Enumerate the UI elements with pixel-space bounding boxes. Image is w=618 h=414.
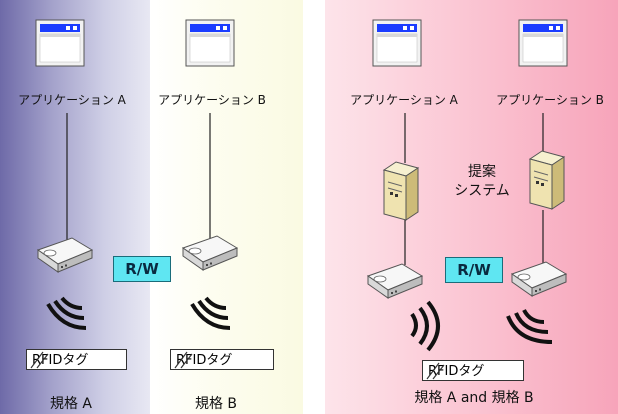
rfid-tag-icon [426,362,445,380]
standard-b-panel [150,0,303,414]
rfid-reader-icon [37,237,93,273]
wireless-signal-icon [46,296,87,330]
application-window-icon [372,19,422,67]
wireless-signal-icon [506,309,553,344]
standard-a-label: 規格 A [49,396,93,412]
rfid-reader-icon [182,235,238,271]
proposed-system-panel [325,0,618,414]
right-app-b-label: アプリケーション B [496,93,604,107]
application-window-icon [518,19,568,67]
rw-label-box: R/W [445,257,503,283]
rfid-reader-icon [367,263,423,299]
application-window-icon [35,19,85,67]
rfid-tag-icon [174,351,193,369]
rfid-reader-icon [511,261,567,297]
application-window-icon [185,19,235,67]
wireless-signal-icon [410,300,440,352]
rfid-tag-b: RFIDタグ [170,349,274,370]
rfid-tag-icon [30,351,49,369]
standard-b-label: 規格 B [194,396,238,412]
app-b-label: アプリケーション B [158,93,266,107]
wireless-signal-icon [190,296,231,330]
proposed-system-label: 提案 システム [452,163,512,201]
rfid-tag-a: RFIDタグ [26,349,127,370]
rw-label-box: R/W [113,256,171,282]
system-label-line2: システム [454,183,510,199]
app-a-label: アプリケーション A [18,93,126,107]
server-icon [529,150,565,210]
system-label-line1: 提案 [468,164,496,180]
server-icon [383,161,419,221]
standard-a-panel [0,0,150,414]
right-app-a-label: アプリケーション A [350,93,458,107]
standard-a-and-b-label: 規格 A and 規格 B [414,390,534,406]
rfid-tag-shared: RFIDタグ [422,360,524,381]
